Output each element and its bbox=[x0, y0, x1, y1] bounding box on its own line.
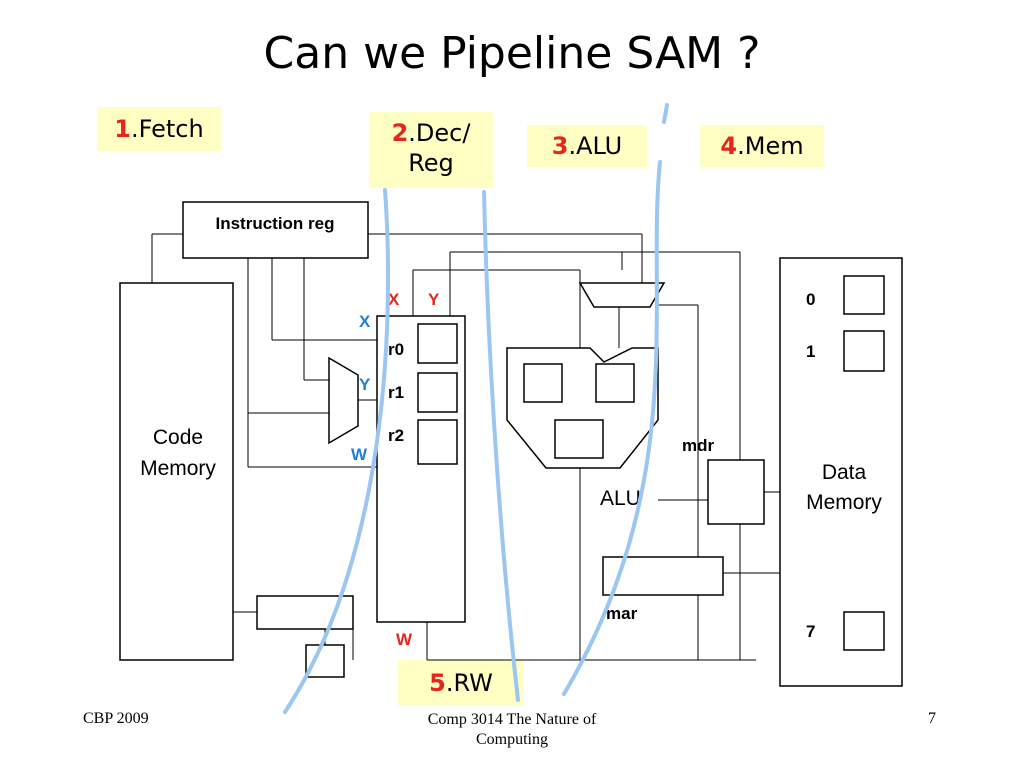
register-r1 bbox=[417, 372, 458, 413]
memory-cell-1 bbox=[843, 330, 885, 372]
stage-rw: 5.RW bbox=[398, 660, 524, 706]
data-memory-label-line2: Memory bbox=[806, 491, 882, 514]
register-r2-label: r2 bbox=[388, 426, 404, 445]
register-r1-label: r1 bbox=[388, 383, 404, 402]
mar-box bbox=[602, 556, 724, 596]
footer-center-line1: Comp 3014 The Nature of bbox=[427, 711, 597, 728]
memory-cell-7 bbox=[843, 611, 885, 651]
stage-boundary-2 bbox=[482, 190, 520, 702]
register-r0-label: r0 bbox=[388, 340, 404, 359]
data-memory-label: Data bbox=[822, 461, 867, 484]
port-x-label: X bbox=[388, 290, 400, 309]
footer-left: CBP 2009 bbox=[83, 710, 149, 727]
stage-number: 1 bbox=[114, 115, 131, 143]
memory-address-0: 0 bbox=[806, 290, 815, 309]
register-r2 bbox=[417, 419, 458, 465]
page-number: 7 bbox=[928, 710, 936, 727]
mux-y-label: Y bbox=[359, 375, 371, 394]
mar-label: mar bbox=[606, 604, 638, 623]
stage-number: 4 bbox=[720, 132, 738, 160]
alu-output bbox=[554, 419, 604, 459]
stage-number: 5 bbox=[429, 669, 446, 697]
pc-increment-box bbox=[305, 644, 345, 678]
register-file-box bbox=[376, 315, 466, 623]
stage-label: .Dec/ bbox=[408, 119, 471, 147]
stage-fetch: 1.Fetch bbox=[97, 107, 221, 151]
footer-center: Comp 3014 The Nature of Computing bbox=[362, 710, 662, 750]
register-select-mux bbox=[328, 356, 359, 445]
result-mux bbox=[578, 282, 666, 308]
mdr-box bbox=[707, 459, 765, 525]
footer-center-line2: Computing bbox=[475, 731, 548, 748]
instruction-reg-label: Instruction reg bbox=[215, 214, 334, 233]
code-memory-label-line2: Memory bbox=[140, 457, 216, 480]
mux-x-label: X bbox=[359, 312, 371, 331]
code-memory-label: Code bbox=[153, 426, 203, 449]
memory-cell-0 bbox=[843, 275, 885, 315]
slide-title: Can we Pipeline SAM ? bbox=[263, 28, 761, 79]
port-y-label: Y bbox=[428, 290, 440, 309]
stage-label: .Mem bbox=[737, 132, 804, 160]
stage-label: .RW bbox=[445, 669, 493, 697]
stage-number: 2 bbox=[391, 119, 409, 147]
stage-dec-reg: 2.Dec/ Reg bbox=[369, 112, 493, 188]
code-memory-box bbox=[119, 282, 234, 661]
stage-boundary-3 bbox=[562, 160, 662, 696]
stage-mem: 4.Mem bbox=[700, 125, 824, 167]
port-w-label: W bbox=[396, 630, 413, 649]
stage-boundary-1 bbox=[283, 188, 391, 714]
mdr-label: mdr bbox=[682, 436, 715, 455]
alu-input-b bbox=[595, 363, 635, 403]
instruction-reg-box bbox=[182, 201, 369, 259]
stage-alu: 3.ALU bbox=[527, 125, 647, 167]
stage-label: .Fetch bbox=[131, 115, 204, 143]
stage-label: .ALU bbox=[568, 132, 623, 160]
alu-input-a bbox=[523, 363, 563, 403]
stage-boundary-3-top bbox=[662, 103, 669, 124]
mux-w-label: W bbox=[351, 445, 368, 464]
stage-label-line2: Reg bbox=[408, 149, 454, 177]
alu-label: ALU bbox=[600, 487, 641, 510]
stage-number: 3 bbox=[551, 132, 569, 160]
memory-address-1: 1 bbox=[806, 342, 815, 361]
register-r0 bbox=[417, 323, 458, 364]
memory-address-7: 7 bbox=[806, 622, 815, 641]
